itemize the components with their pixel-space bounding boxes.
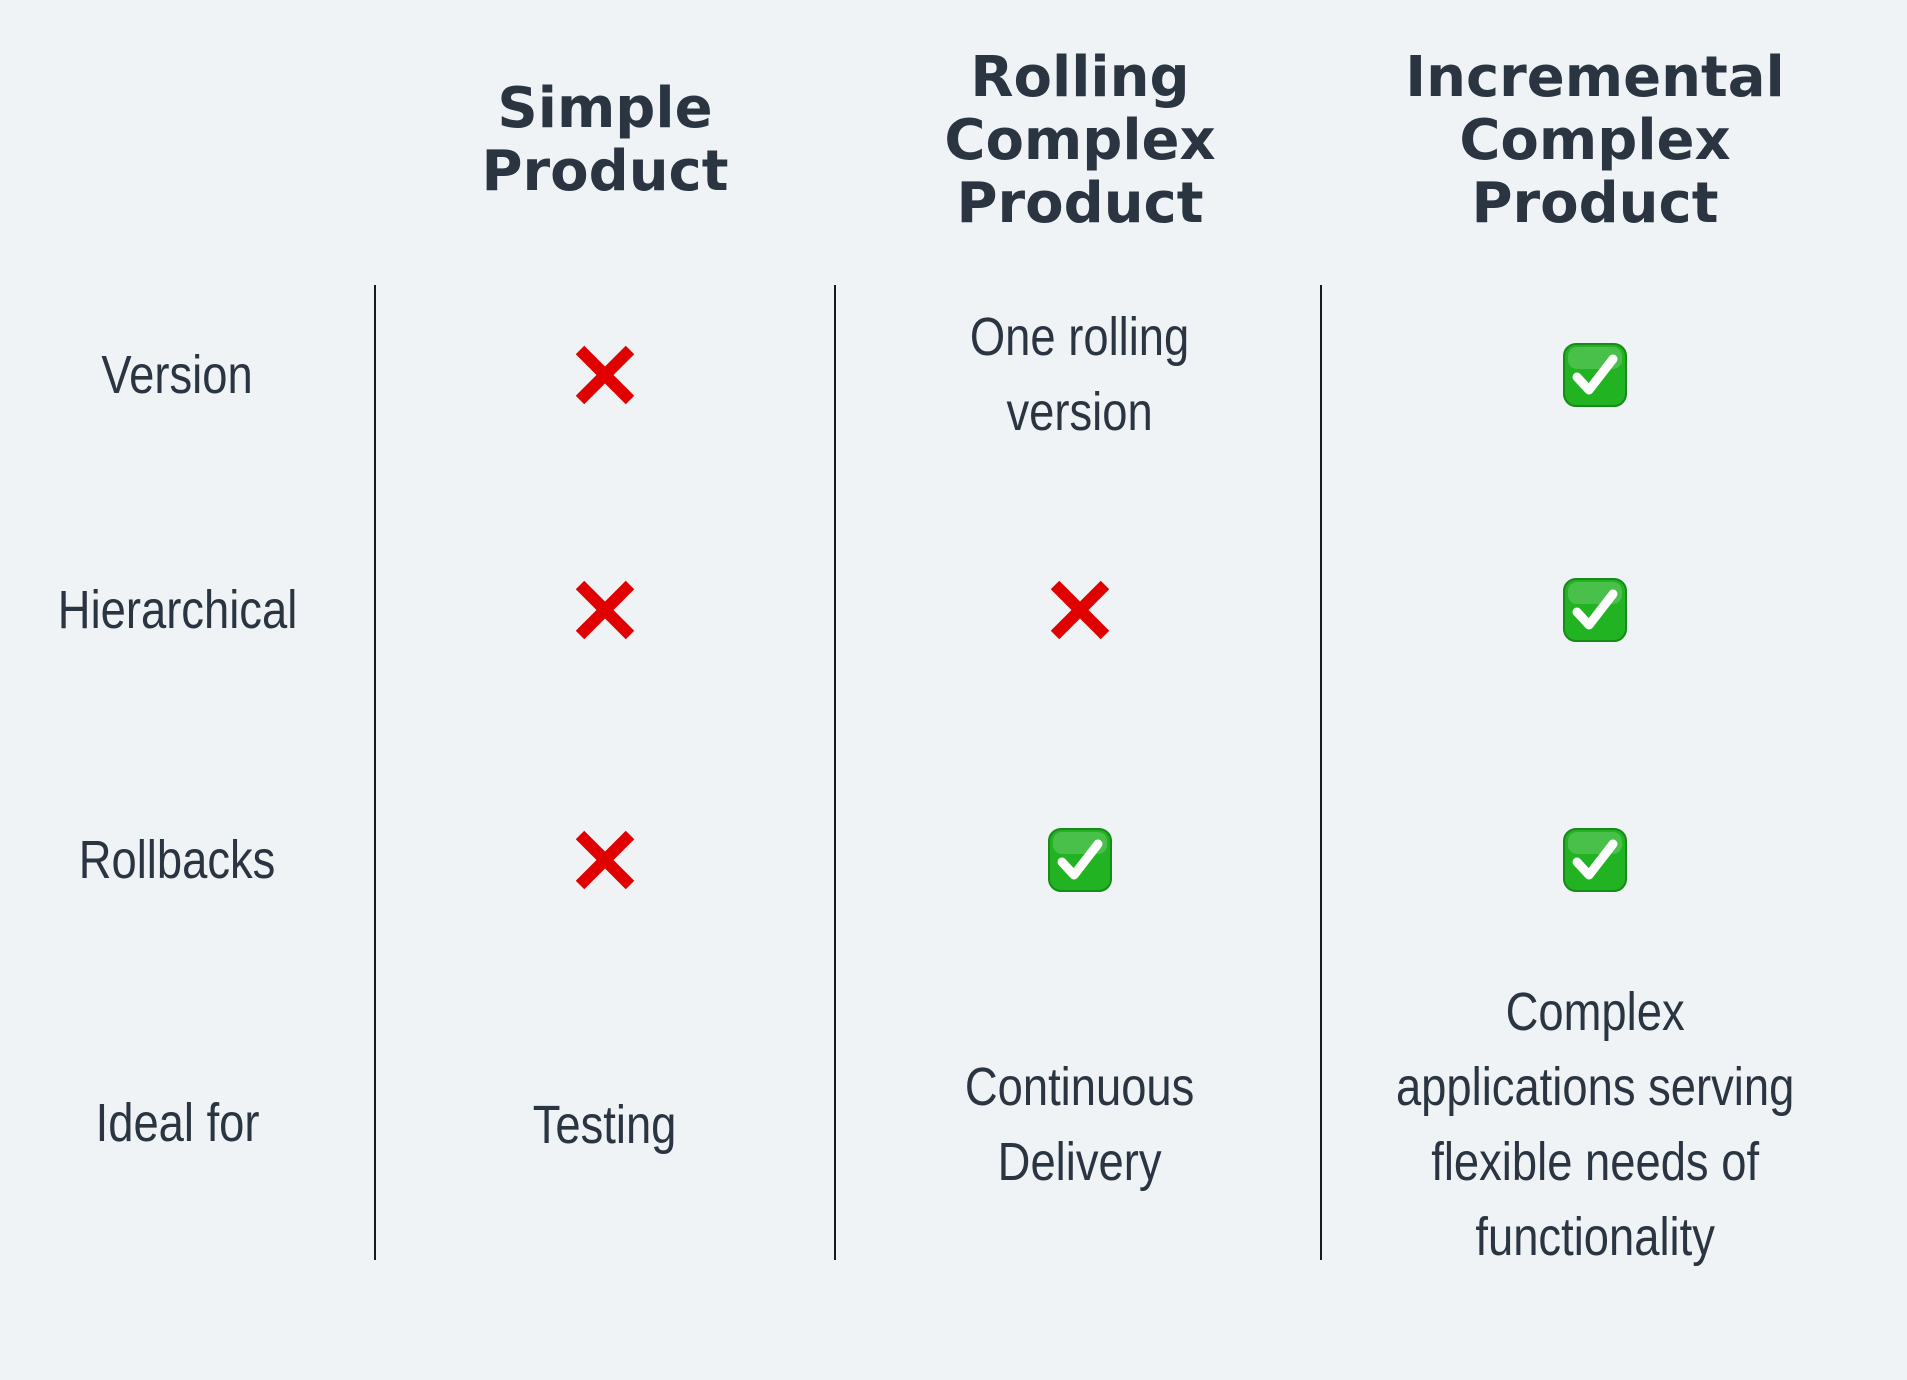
cell-text: One rolling version	[970, 307, 1190, 442]
cell-text: Complex applications serving flexible ne…	[1395, 982, 1795, 1267]
cell-text: Testing	[533, 1094, 677, 1155]
cross-mark-icon	[395, 545, 815, 675]
check-mark-icon	[840, 790, 1320, 930]
row-label-text: Ideal for	[95, 1092, 260, 1153]
row-label-text: Version	[101, 344, 254, 405]
cross-mark-icon	[395, 280, 815, 470]
check-mark-icon	[1325, 545, 1865, 675]
check-mark-icon	[1325, 280, 1865, 470]
row-label-text: Rollbacks	[79, 829, 276, 890]
row-label-hierarchical: Hierarchical	[20, 550, 335, 670]
cross-mark-icon	[840, 545, 1320, 675]
table-cell-text: Complex applications serving flexible ne…	[1325, 960, 1865, 1290]
row-label-rollbacks: Rollbacks	[20, 800, 335, 920]
column-divider	[1320, 285, 1322, 1260]
column-header-label: Incremental Complex Product	[1405, 44, 1785, 236]
column-header-incremental-complex-product: Incremental Complex Product	[1325, 40, 1865, 240]
table-cell-text: Testing	[395, 960, 815, 1290]
column-header-simple-product: Simple Product	[395, 40, 815, 240]
cell-text: Continuous Delivery	[965, 1057, 1195, 1192]
cross-mark-icon	[395, 790, 815, 930]
check-mark-icon	[1325, 790, 1865, 930]
column-divider	[374, 285, 376, 1260]
row-label-text: Hierarchical	[57, 579, 298, 640]
column-divider	[834, 285, 836, 1260]
table-cell-text: One rolling version	[840, 280, 1320, 470]
row-label-version: Version	[20, 315, 335, 435]
column-header-label: Simple Product	[481, 76, 729, 204]
column-header-rolling-complex-product: Rolling Complex Product	[840, 40, 1320, 240]
column-header-label: Rolling Complex Product	[944, 44, 1216, 236]
row-label-ideal-for: Ideal for	[20, 1063, 335, 1183]
table-cell-text: Continuous Delivery	[840, 960, 1320, 1290]
